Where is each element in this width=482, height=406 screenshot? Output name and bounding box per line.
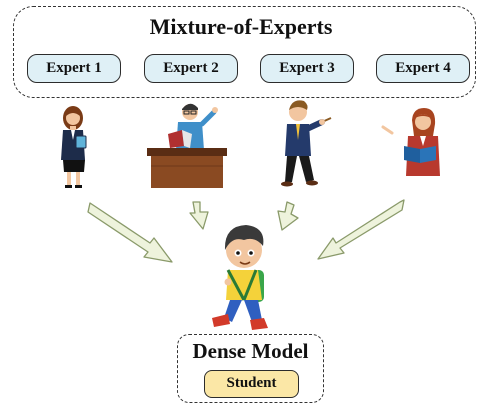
arrow-2-icon <box>189 201 209 230</box>
dense-model-title: Dense Model <box>192 339 309 363</box>
student-box: Student <box>204 370 299 398</box>
moe-title: Mixture-of-Experts <box>149 14 333 39</box>
arrow-3-icon <box>277 201 299 231</box>
teacher-man-pointer-icon <box>281 100 332 187</box>
arrow-4-icon <box>317 199 405 260</box>
expert-4-box: Expert 4 <box>376 54 470 83</box>
expert-2-box: Expert 2 <box>144 54 238 83</box>
teacher-man-desk-book-icon <box>147 103 227 188</box>
teacher-woman-tablet-icon <box>61 106 87 188</box>
mixture-of-experts-group <box>13 6 476 98</box>
teacher-woman-book-icon <box>381 108 440 176</box>
student-boy-backpack-icon <box>212 225 268 330</box>
expert-1-box: Expert 1 <box>27 54 121 83</box>
dense-model-group <box>177 334 324 403</box>
arrow-1-icon <box>87 202 173 263</box>
expert-3-box: Expert 3 <box>260 54 354 83</box>
